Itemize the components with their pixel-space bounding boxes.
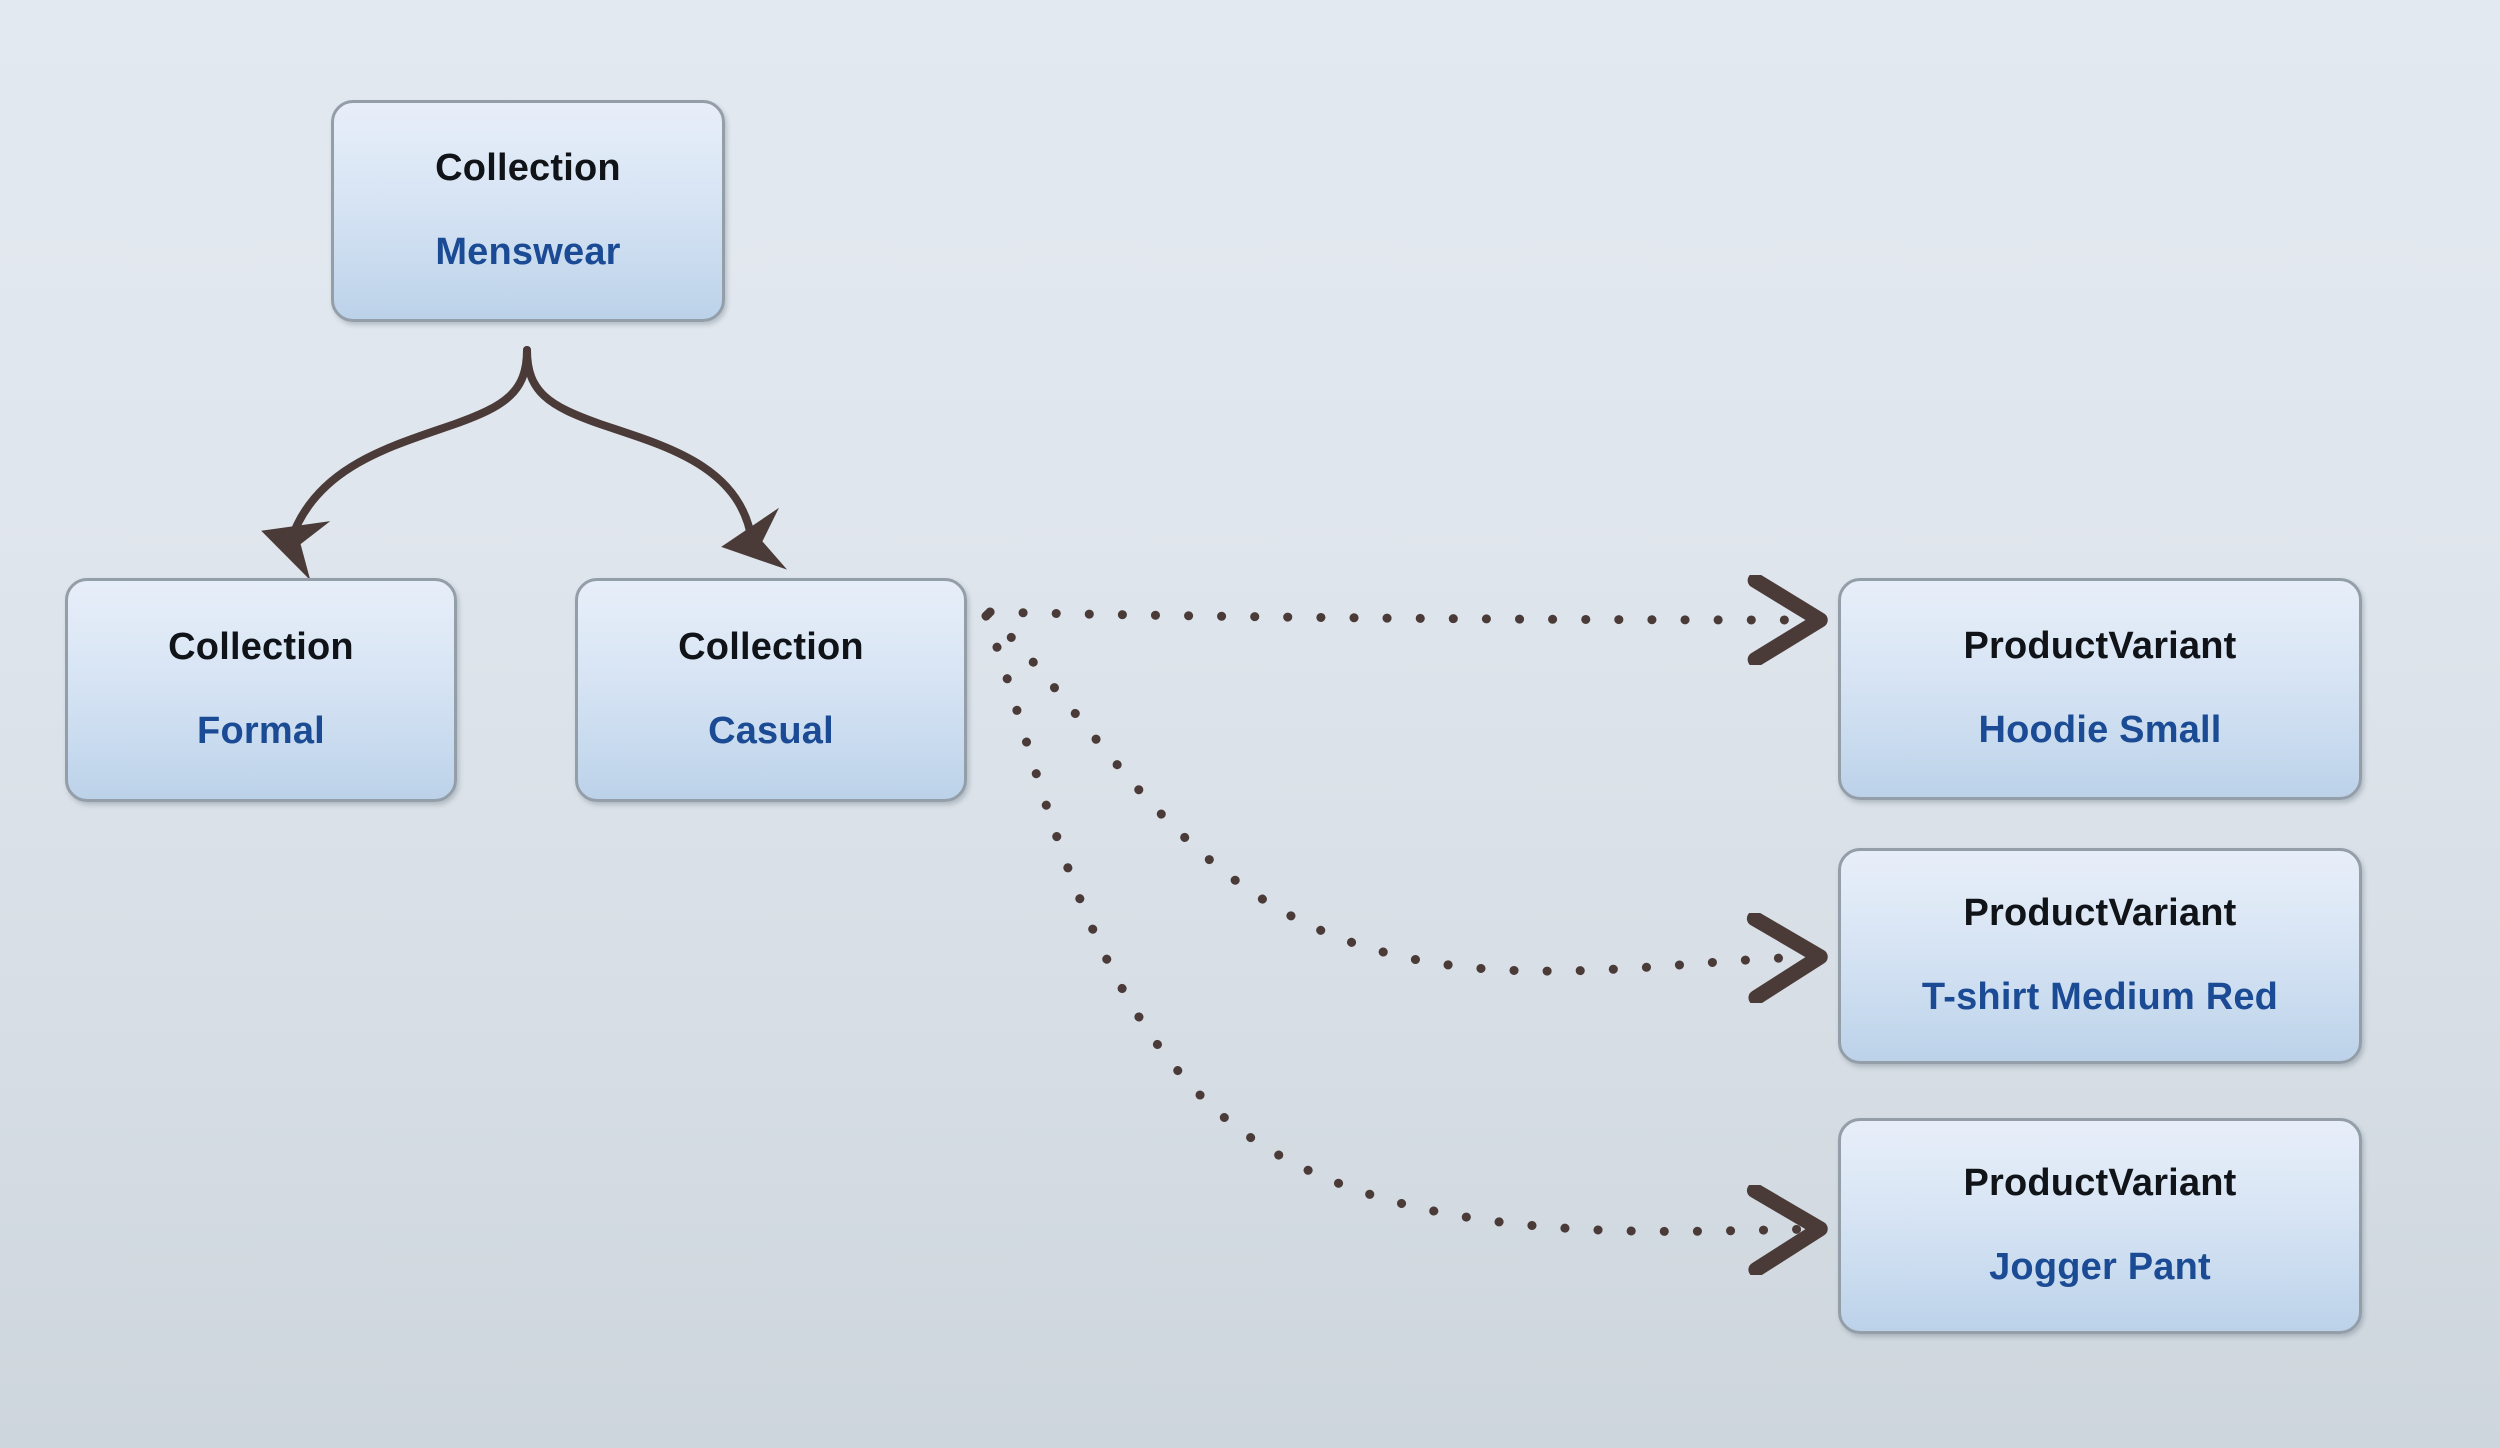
edge-casual-to-tshirt	[983, 609, 1812, 971]
edge-casual-to-jogger	[981, 611, 1812, 1231]
node-hoodie-small[interactable]: ProductVariant Hoodie Small	[1838, 578, 2362, 800]
edge-menswear-to-casual	[523, 346, 788, 570]
node-type-label: Collection	[435, 147, 621, 190]
edge-casual-to-hoodie	[985, 612, 1812, 620]
node-name-label: Formal	[197, 710, 325, 752]
node-menswear[interactable]: Collection Menswear	[331, 100, 725, 322]
node-casual[interactable]: Collection Casual	[575, 578, 967, 802]
node-type-label: Collection	[168, 626, 354, 669]
node-formal[interactable]: Collection Formal	[65, 578, 457, 802]
node-name-label: T-shirt Medium Red	[1921, 976, 2279, 1018]
node-type-label: ProductVariant	[1963, 625, 2237, 668]
node-name-label: Casual	[708, 710, 834, 752]
node-name-label: Menswear	[435, 231, 621, 273]
node-jogger-pant[interactable]: ProductVariant Jogger Pant	[1838, 1118, 2362, 1334]
node-type-label: ProductVariant	[1963, 892, 2237, 935]
node-type-label: ProductVariant	[1963, 1162, 2237, 1205]
node-name-label: Hoodie Small	[1978, 709, 2222, 751]
edge-menswear-to-formal	[261, 346, 531, 581]
node-name-label: Jogger Pant	[1989, 1246, 2211, 1288]
node-type-label: Collection	[678, 626, 864, 669]
node-tshirt-medium-red[interactable]: ProductVariant T-shirt Medium Red	[1838, 848, 2362, 1064]
